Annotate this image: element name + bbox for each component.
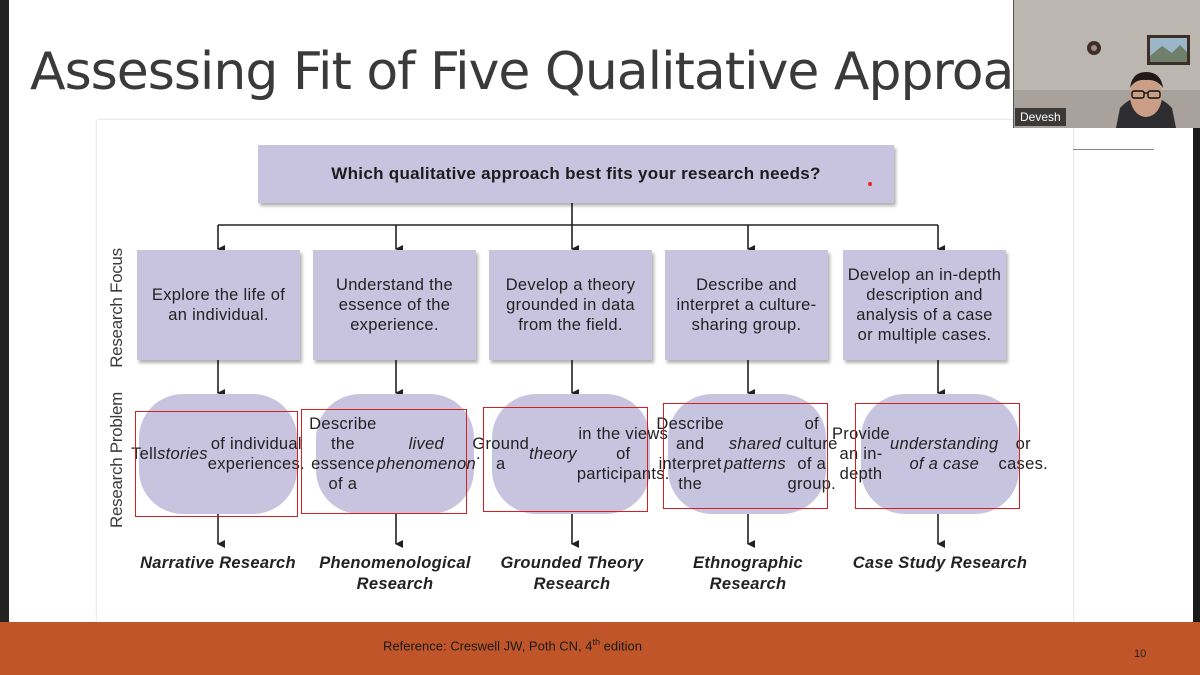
approach-label-phenomenological: Phenomenological Research: [319, 554, 471, 593]
highlight-frame-phenomenological: [301, 409, 467, 514]
highlight-frame-grounded-theory: [483, 407, 648, 512]
approach-label-ethnographic: Ethnographic Research: [693, 554, 803, 593]
approach-label-grounded-theory: Grounded Theory Research: [500, 554, 644, 593]
participant-name-tag: Devesh: [1015, 108, 1066, 126]
slide-number: 10: [1134, 648, 1147, 660]
focus-box-case-study: Develop an in-depth description and anal…: [843, 250, 1006, 360]
research-problem-label: Research Problem: [107, 392, 126, 528]
reference-suffix: edition: [600, 638, 642, 654]
laser-pointer-dot: [868, 182, 872, 186]
footer-bar: [0, 622, 1200, 675]
reference-superscript: th: [592, 637, 601, 647]
highlight-frame-narrative: [135, 411, 298, 517]
participant-video-frame: [1014, 0, 1200, 128]
left-edge: [0, 0, 9, 675]
focus-box-narrative: Explore the life of an individual.: [137, 250, 300, 360]
highlight-frame-ethnographic: [663, 403, 828, 509]
approach-label-case-study: Case Study Research: [852, 554, 1028, 572]
reference-text: Reference: Creswell JW, Poth CN, 4: [383, 638, 593, 654]
approach-label-narrative: Narrative Research: [140, 554, 296, 572]
focus-box-grounded-theory: Develop a theory grounded in data from t…: [489, 250, 652, 360]
participant-video-tile[interactable]: [1013, 0, 1200, 128]
research-focus-label: Research Focus: [107, 248, 126, 368]
reference-citation: Reference: Creswell JW, Poth CN, 4th edi…: [383, 637, 642, 653]
right-edge: [1193, 0, 1200, 675]
slide-title: Assessing Fit of Five Qualitative Approa…: [30, 42, 1042, 102]
diagram-figure: [97, 120, 1073, 622]
problem-oval-narrative: Tell stories of individual experiences.: [131, 394, 305, 514]
focus-box-phenomenological: Understand the essence of the experience…: [313, 250, 476, 360]
problem-oval-ethnographic: Describe and interpret the shared patter…: [656, 394, 837, 514]
question-box: Which qualitative approach best fits you…: [258, 145, 894, 203]
problem-oval-case-study: Provide an in-depth understanding of a c…: [832, 394, 1048, 514]
highlight-frame-case-study: [855, 403, 1020, 509]
focus-box-ethnographic: Describe and interpret a culture-sharing…: [665, 250, 828, 360]
title-rule: [1072, 149, 1154, 150]
